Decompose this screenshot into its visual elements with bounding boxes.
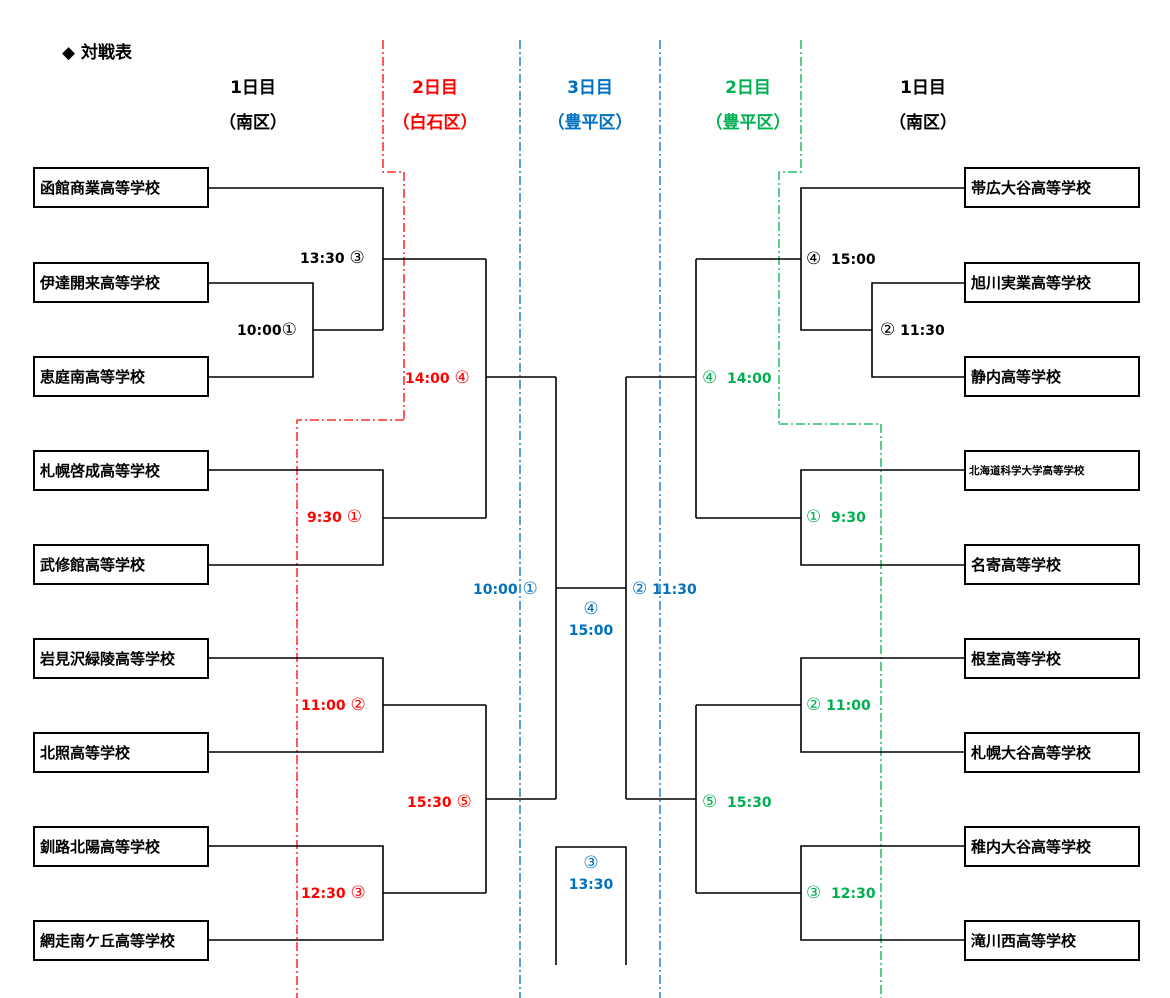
line-r-d2-2 [800,657,965,753]
match-l-d2-2: 11:00 ② [301,695,366,715]
team-left-4: 札幌啓成高等学校 [33,450,209,491]
line-r-d1-2 [871,282,965,378]
match-l-d1-3: 13:30 ③ [300,248,365,268]
team-left-7: 北照高等学校 [33,732,209,773]
line-c-d3-3 [555,846,627,965]
team-right-4: 北海道科学大学高等学校 [964,450,1140,491]
page-title: ◆ 対戦表 [62,43,132,63]
match-r-d1-4: ④ 15:00 [806,249,876,269]
team-right-1: 帯広大谷高等学校 [964,167,1140,208]
green-divider-lower [779,423,882,998]
match-r-d2-5: ⑤ 15:30 [702,792,772,812]
team-right-9: 滝川西高等学校 [964,920,1140,961]
team-right-3: 静内高等学校 [964,356,1140,397]
team-right-7: 札幌大谷高等学校 [964,732,1140,773]
red-divider-lower [296,419,404,998]
match-l-d2-1: 9:30 ① [307,507,362,527]
team-left-3: 恵庭南高等学校 [33,356,209,397]
team-right-6: 根室高等学校 [964,638,1140,679]
team-left-8: 釧路北陽高等学校 [33,826,209,867]
match-c-d3-3: ③ 13:30 [568,853,614,893]
match-c-d3-4: ④ 15:00 [568,599,614,639]
match-r-d2-1: ① 9:30 [806,507,866,527]
line-r-d2-1 [800,469,965,566]
team-left-1: 函館商業高等学校 [33,167,209,208]
match-c-d3-2: ② 11:30 [632,579,697,599]
team-left-9: 網走南ケ丘高等学校 [33,920,209,961]
match-l-d2-3: 12:30 ③ [301,883,366,903]
match-l-d2-4: 14:00 ④ [405,368,470,388]
match-l-d1-1: 10:00① [237,320,297,340]
team-left-5: 武修館高等学校 [33,544,209,585]
match-r-d2-2: ② 11:00 [806,695,871,715]
match-c-d3-1: 10:00 ① [473,579,538,599]
line-r-d2-3 [800,845,965,941]
team-left-6: 岩見沢緑陵高等学校 [33,638,209,679]
line-r-d1-4 [800,187,965,331]
team-right-8: 稚内大谷高等学校 [964,826,1140,867]
team-right-2: 旭川実業高等学校 [964,262,1140,303]
match-r-d2-3: ③ 12:30 [806,883,876,903]
line-l-d1-3 [208,187,384,330]
match-l-d2-5: 15:30 ⑤ [407,792,472,812]
team-left-2: 伊達開来高等学校 [33,262,209,303]
team-right-5: 名寄高等学校 [964,544,1140,585]
match-r-d2-4: ④ 14:00 [702,368,772,388]
match-r-d1-2: ② 11:30 [880,320,945,340]
green-divider-upper [778,40,802,424]
red-divider-upper [382,40,405,420]
